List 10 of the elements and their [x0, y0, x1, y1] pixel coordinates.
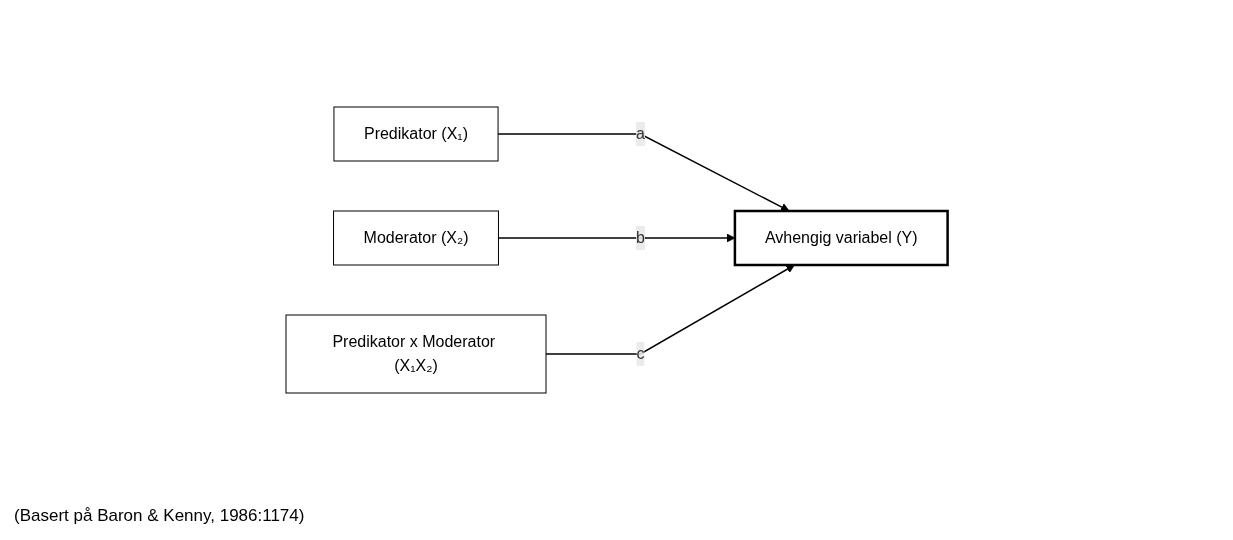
node-box: Predikator x Moderator (X₁X₂) — [285, 314, 547, 394]
edge-label: a — [635, 125, 645, 142]
edge-label: b — [635, 229, 645, 246]
node-box: Predikator (X₁) — [333, 106, 499, 162]
node-box: Moderator (X₂) — [332, 210, 499, 266]
arrow — [497, 233, 735, 243]
source-note: (Basert på Baron & Kenny, 1986:1174) — [14, 506, 306, 526]
node-box: Avhengig variabel (Y) — [733, 209, 949, 267]
edge-label: c — [636, 345, 645, 362]
arrow — [497, 133, 790, 212]
